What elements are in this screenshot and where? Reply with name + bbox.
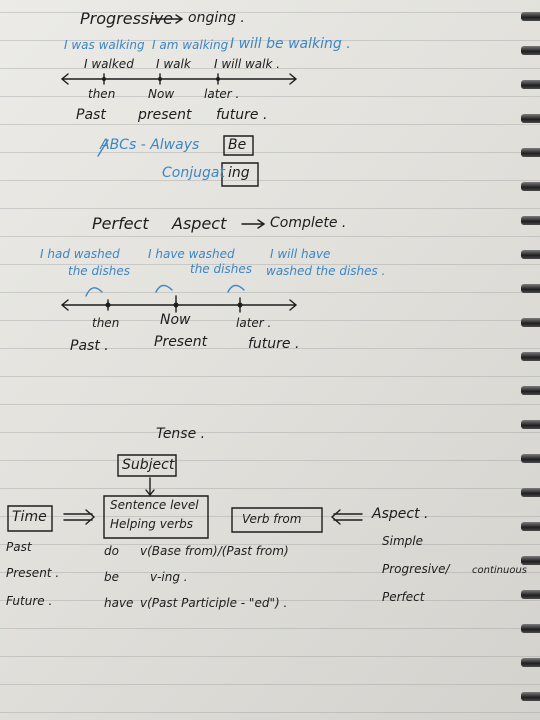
center-box-line1: Sentence level [110,498,199,512]
be-box-label: Be [228,137,247,153]
progressive-arrow [151,14,184,24]
progressive-title: Progressive [80,9,174,28]
timeline-1-present: present [138,107,192,123]
timeline-1-past: Past [76,107,106,123]
ing-box [221,162,259,187]
timeline-2-then: then [92,316,120,330]
progressive-black-past: I walked [84,57,134,71]
row-do-form: v(Base from)/(Past from) [140,544,289,558]
time-right-arrow [63,509,96,525]
progressive-blue-present: I am walking [152,38,229,52]
perfect-blue-future-2: washed the dishes . [266,264,386,278]
perfect-title: Perfect [92,214,149,233]
be-box [223,135,254,156]
timeline-2-past: Past . [70,338,109,354]
progressive-black-present: I walk [156,57,191,71]
timeline-2-later: later . [236,316,272,330]
timeline-1-line [60,73,298,85]
aspect-title: Aspect [172,214,227,233]
perfect-blue-present-2: the dishes [190,262,252,276]
timeline-2-now: Now [160,312,191,328]
verb-box [231,507,323,533]
aspect-item-simple: Simple [382,534,423,548]
ing-box-label: ing [228,165,250,181]
subject-down-arrow [145,477,155,497]
perfect-arrow [241,219,266,229]
timeline-2-present: Present [154,334,208,350]
perfect-curve-3 [227,284,245,293]
time-box [7,505,53,532]
aspect-item-progressive: Progresive/ [382,562,450,576]
perfect-blue-present-1: I have washed [148,247,235,261]
verb-box-label: Verb from [242,512,302,526]
progressive-black-future: I will walk . [214,57,281,71]
aspect-left-arrow [330,509,363,525]
abcs-underline [97,139,109,157]
row-have-helper: have [104,596,134,610]
perfect-meaning: Complete . [270,215,347,231]
subject-box [117,454,177,477]
timeline-1-future: future . [216,107,268,123]
time-box-label: Time [12,509,47,525]
conjugate-label: Conjugat [162,165,225,181]
progressive-blue-future: I will be walking . [230,36,351,52]
perfect-blue-past-1: I had washed [40,247,120,261]
timeline-1-then: then [88,87,116,101]
aspect-label: Aspect . [372,506,429,522]
timeline-1-later: later . [204,87,240,101]
perfect-curve-1 [85,287,103,297]
perfect-curve-2 [155,284,173,293]
center-box [103,495,209,539]
time-item-future: Future . [6,594,53,608]
perfect-blue-past-2: the dishes [68,264,130,278]
aspect-continuous: continuous [472,565,527,576]
subject-box-label: Subject [122,457,175,473]
time-item-present: Present . [6,566,60,580]
progressive-blue-past: I was walking [64,38,145,52]
progressive-meaning: onging . [188,10,245,26]
abcs-line: ABCs - Always [100,137,200,153]
tense-title: Tense . [156,426,206,442]
timeline-2-line [60,299,298,311]
timeline-2-future: future . [248,336,300,352]
perfect-blue-future-1: I will have [270,247,331,261]
timeline-1-now: Now [148,87,175,101]
time-item-past: Past [6,540,32,554]
row-have-form: v(Past Participle - "ed") . [140,596,288,610]
row-be-helper: be [104,570,119,584]
center-box-line2: Helping verbs [110,517,194,531]
row-do-helper: do [104,544,119,558]
aspect-item-perfect: Perfect [382,590,425,604]
row-be-form: v-ing . [150,570,188,584]
